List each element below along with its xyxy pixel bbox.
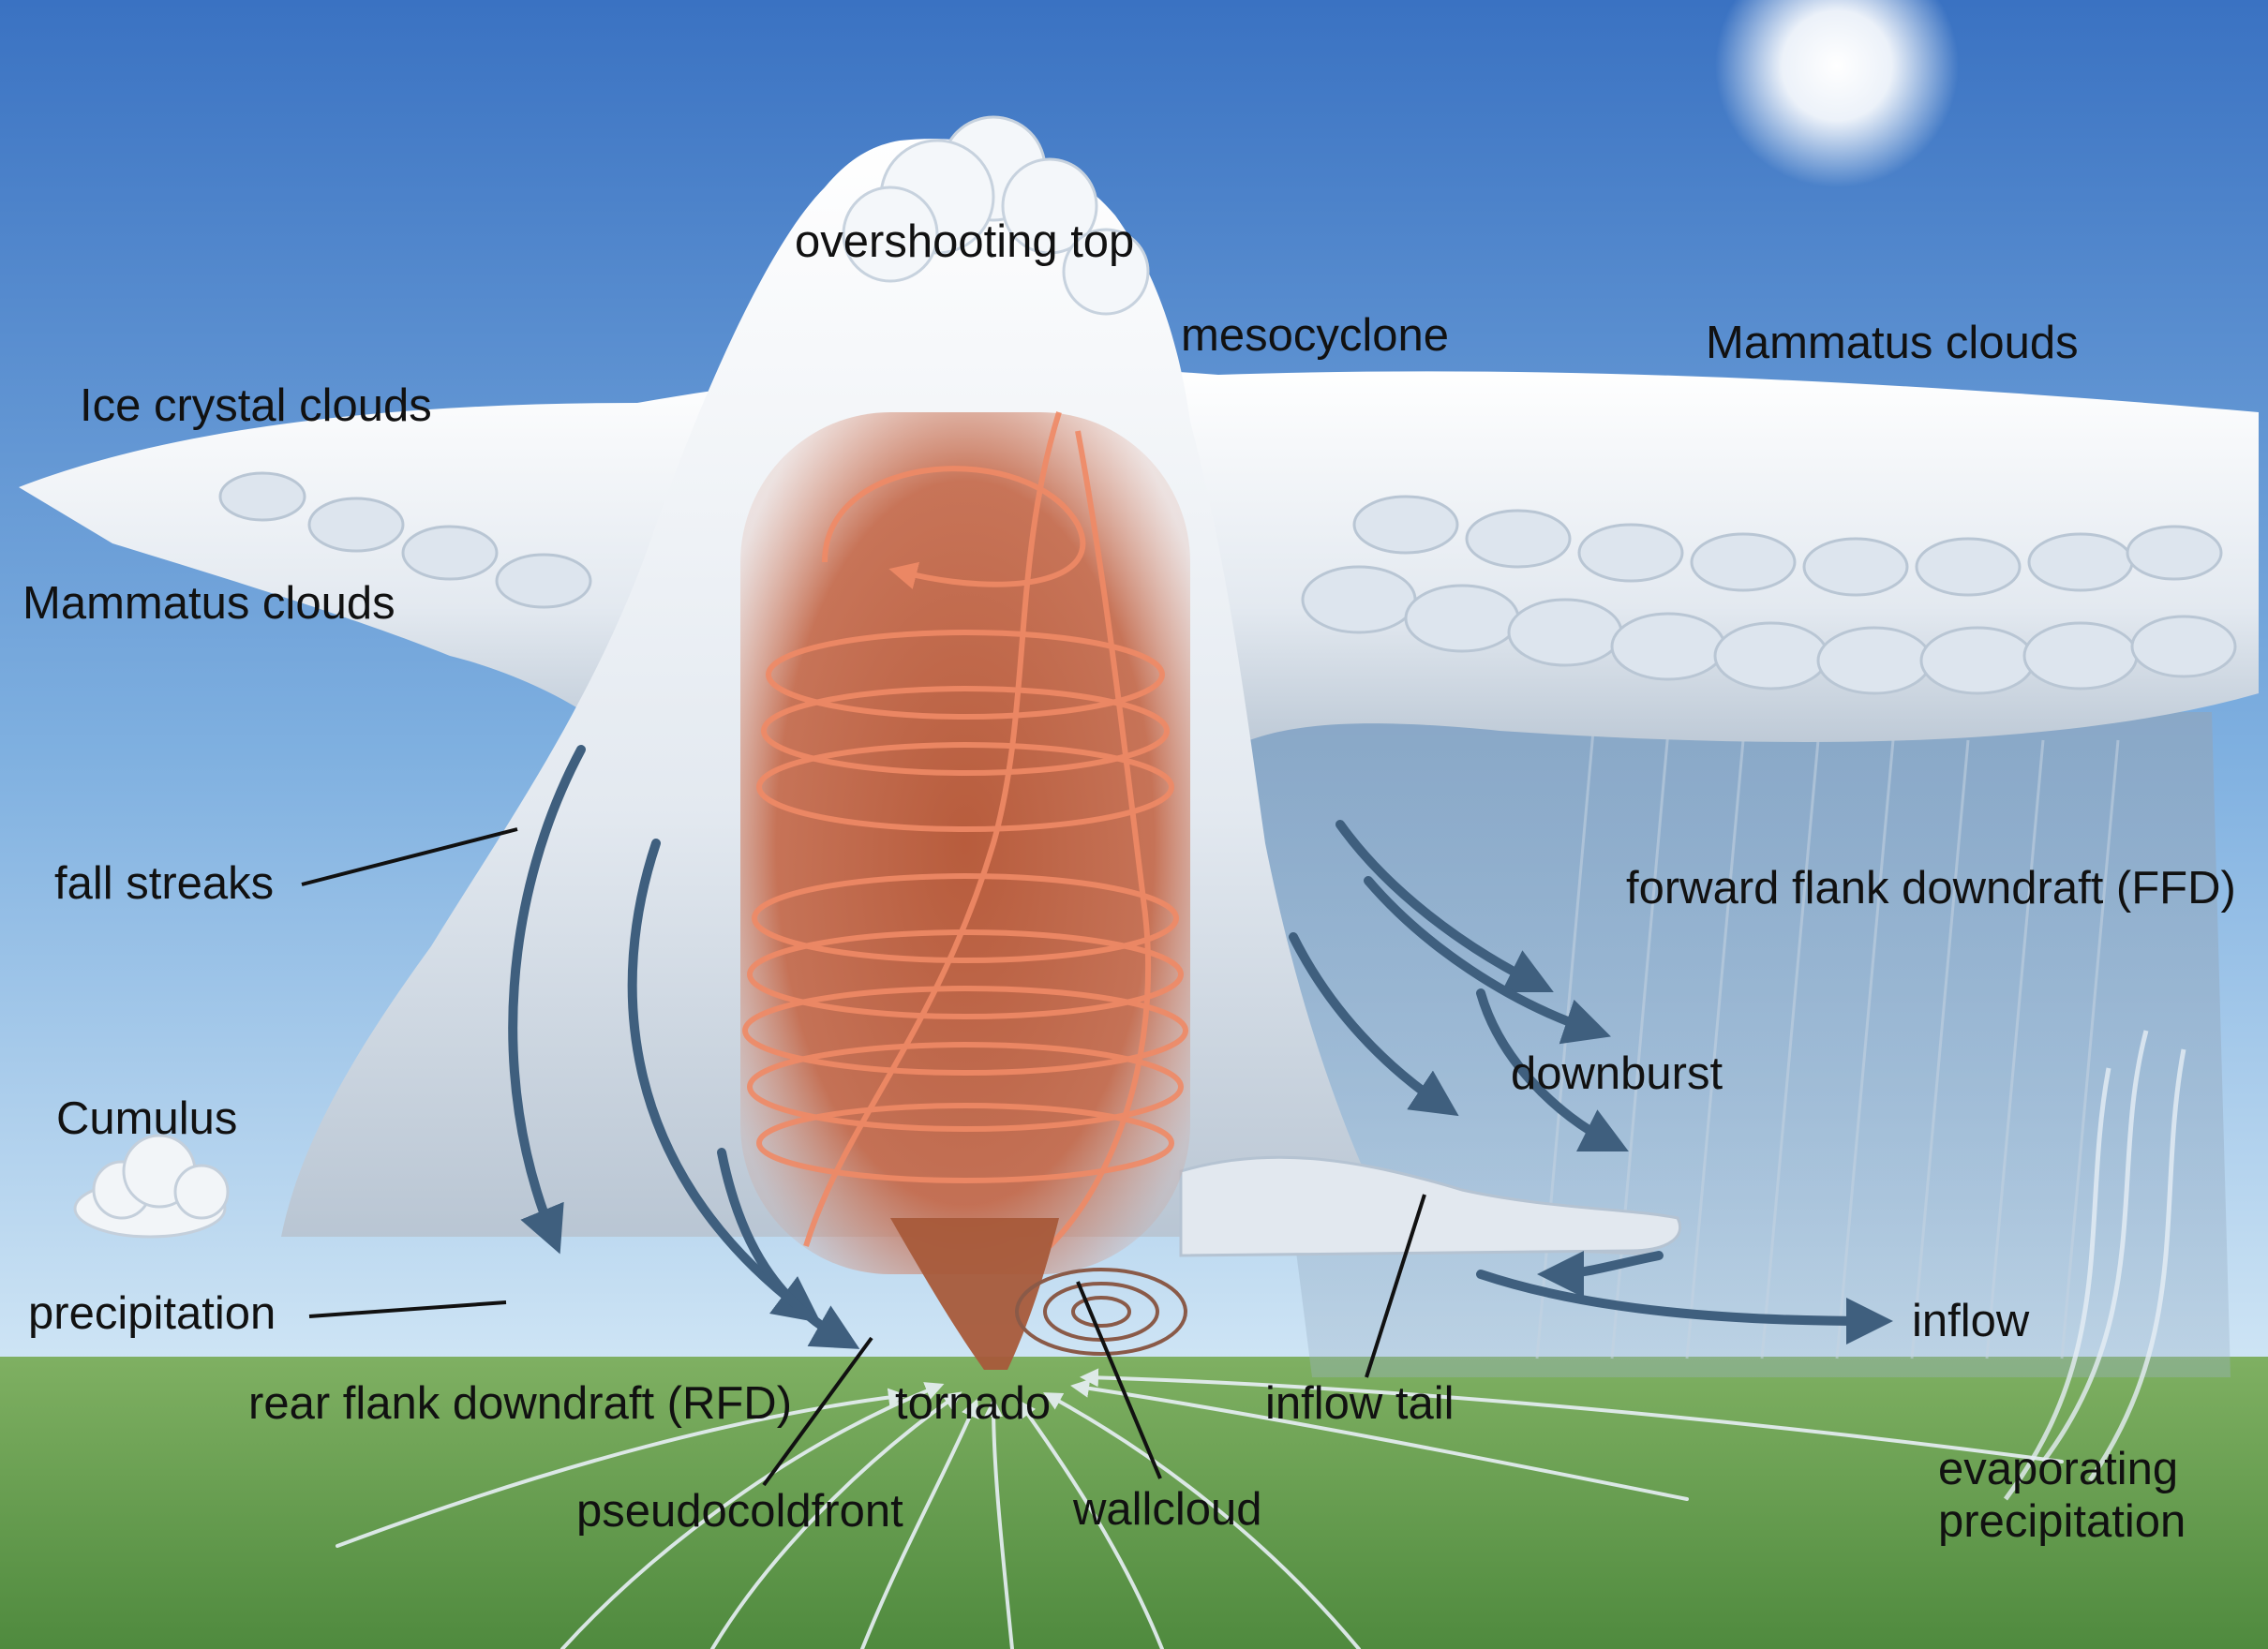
label-mammatus-clouds-left: Mammatus clouds [22,578,395,629]
mammatus-bumps [218,471,2237,695]
label-ffd: forward flank downdraft (FFD) [1626,863,2236,914]
label-tornado: tornado [895,1378,1052,1429]
inflow-tail-cloud [1179,1155,1681,1257]
label-inflow: inflow [1912,1296,2030,1346]
rain-curtain [1228,712,2231,1377]
label-mesocyclone: mesocyclone [1181,310,1449,361]
evaporating-wisps [2003,1030,2186,1501]
leader-precipitation [308,1300,507,1318]
label-overshooting-top: overshooting top [795,216,1135,267]
label-fall-streaks: fall streaks [54,858,275,909]
leader-lines [301,827,1426,1487]
label-wallcloud: wallcloud [1073,1484,1262,1535]
sun [1715,0,1959,187]
label-precipitation: precipitation [28,1288,276,1339]
leader-inflow-tail [1365,1194,1426,1378]
label-mammatus-clouds-right: Mammatus clouds [1706,318,2079,368]
ground [0,1357,2268,1649]
label-rear-flank-downdraft: rear flank downdraft (RFD) [248,1378,793,1429]
tornado-funnel [890,1218,1059,1370]
downdraft-arrows [508,745,1893,1349]
ground-inflow-arrows [336,1368,2064,1649]
label-inflow-tail: inflow tail [1265,1378,1455,1429]
label-cumulus: Cumulus [56,1093,238,1144]
leader-fall-streaks [301,827,518,886]
updraft-core [740,412,1190,1274]
label-evaporating-precipitation: evaporating precipitation [1938,1444,2186,1548]
leader-wallcloud [1076,1281,1162,1479]
label-downburst: downburst [1511,1048,1723,1099]
wall-cloud-spiral [1015,1268,1187,1356]
label-pseudocoldfront: pseudocoldfront [576,1486,903,1537]
cumulus-cloud [73,1134,230,1239]
updraft-spirals [742,411,1188,1249]
overshooting-top-puffs [842,115,1150,316]
label-ice-crystal-clouds: Ice crystal clouds [80,380,432,431]
leader-pseudocoldfront [762,1336,873,1487]
